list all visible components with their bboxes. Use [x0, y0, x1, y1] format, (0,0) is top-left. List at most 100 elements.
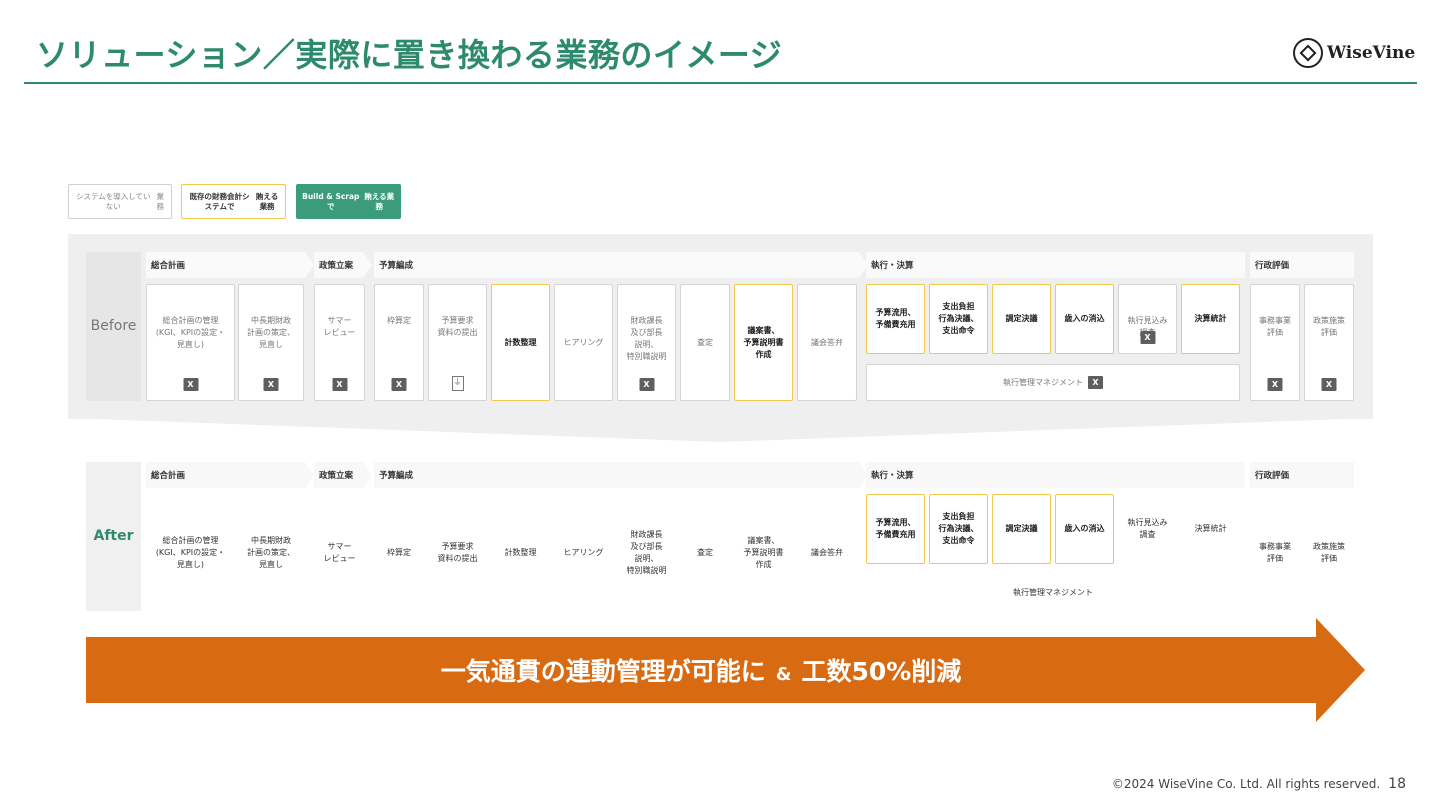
process-label: 事務事業評価: [1259, 541, 1291, 563]
title-divider: [24, 82, 1417, 84]
before-process-box: 中長期財政計画の策定、見直し X: [238, 284, 304, 401]
after-process-box: ヒアリング: [554, 494, 613, 611]
after-category-label: 行政評価: [1250, 462, 1354, 488]
excel-icon: X: [1140, 331, 1155, 344]
before-process-box: 総合計画の管理(KGI、KPIの設定・見直し)X: [146, 284, 235, 401]
after-label-background: [86, 462, 141, 611]
process-label: 事務事業評価: [1259, 316, 1291, 337]
vine-logo-icon: [1293, 38, 1323, 68]
after-category-label: 政策立案: [314, 462, 372, 488]
process-label: 調定決議: [1005, 314, 1038, 323]
process-label: 予算流用、予備費充用: [875, 308, 916, 329]
process-label: 議会答弁: [811, 547, 843, 557]
process-label: 予算要求資料の提出: [437, 541, 478, 563]
after-process-box: 事務事業評価: [1250, 494, 1300, 611]
excel-icon: X: [1321, 378, 1337, 391]
process-label: 政策施策評価: [1313, 316, 1345, 337]
banner-amp: &: [775, 664, 792, 685]
before-process-box: 執行見込み調査X: [1118, 284, 1177, 354]
after-category-label: 予算編成: [374, 462, 868, 488]
process-label: ヒアリング: [563, 547, 604, 557]
process-label: 予算流用、予備費充用: [875, 518, 916, 539]
pdf-icon: ⏚: [451, 376, 464, 391]
before-category-label: 執行・決算: [866, 252, 1245, 278]
process-label: 財政課長及び部長説明、特別職説明: [626, 316, 667, 361]
process-label: 支出負担行為決議、支出命令: [938, 302, 979, 335]
excel-icon: X: [1267, 378, 1283, 391]
process-label: 議案書、予算説明書作成: [743, 325, 784, 359]
process-label: 総合計画の管理(KGI、KPIの設定・見直し): [155, 535, 226, 569]
banner-sub: 工数50%削減: [801, 657, 962, 686]
after-process-box: 総合計画の管理(KGI、KPIの設定・見直し): [146, 494, 235, 611]
excel-icon: X: [332, 378, 347, 391]
process-label: 決算統計: [1194, 314, 1227, 323]
logo-text: WiseVine: [1327, 43, 1416, 63]
process-label: 歳入の消込: [1064, 524, 1105, 533]
before-category-label: 総合計画: [146, 252, 314, 278]
after-label: After: [93, 528, 134, 544]
before-process-box: 査定: [680, 284, 730, 401]
process-label: 計数整理: [504, 337, 537, 347]
wisevine-logo: WiseVine: [1293, 38, 1415, 68]
after-process-box: 議会答弁: [797, 494, 857, 611]
before-category-label: 予算編成: [374, 252, 868, 278]
before-category-label: 政策立案: [314, 252, 372, 278]
after-process-box: 執行管理マネジメント: [866, 574, 1240, 611]
excel-icon: X: [1088, 376, 1103, 389]
page-number: 18: [1388, 776, 1406, 792]
before-process-box: 財政課長及び部長説明、特別職説明 X: [617, 284, 676, 401]
excel-icon: X: [391, 378, 407, 391]
before-process-box: サマーレビュー X: [314, 284, 365, 401]
after-process-box: 歳入の消込: [1055, 494, 1114, 564]
after-process-box: 財政課長及び部長説明、特別職説明: [617, 494, 676, 611]
process-label: 計数整理: [504, 547, 537, 557]
after-process-box: 調定決議: [992, 494, 1051, 564]
process-label: 査定: [697, 547, 713, 557]
process-label: 議会答弁: [811, 337, 843, 347]
process-label: 執行管理マネジメント: [1013, 587, 1093, 597]
excel-icon: X: [183, 378, 198, 391]
excel-icon: X: [263, 378, 279, 391]
legend-not-implemented: システムを導入していない業務: [68, 184, 172, 219]
process-label: 政策施策評価: [1313, 541, 1345, 563]
legend-legacy-system: 既存の財務会計システムで賄える業務: [181, 184, 286, 219]
footer: ©2024 WiseVine Co. Ltd. All rights reser…: [1112, 776, 1406, 792]
process-label: 調定決議: [1005, 524, 1038, 533]
after-process-box: 支出負担行為決議、支出命令: [929, 494, 988, 564]
process-label: 査定: [697, 337, 713, 347]
before-process-box: 調定決議: [992, 284, 1051, 354]
excel-icon: X: [639, 378, 654, 391]
before-process-box: 政策施策評価 X: [1304, 284, 1354, 401]
process-label: サマーレビュー: [323, 316, 356, 337]
process-label: ヒアリング: [563, 337, 604, 347]
transition-down-arrow: [68, 418, 1373, 442]
banner-main: 一気通貫の連動管理が可能に: [440, 657, 766, 686]
page-title: ソリューション／実際に置き換わる業務のイメージ: [36, 36, 783, 74]
before-category-label: 行政評価: [1250, 252, 1354, 278]
after-category-label: 総合計画: [146, 462, 314, 488]
process-label: 予算要求資料の提出: [437, 316, 478, 337]
copyright: ©2024 WiseVine Co. Ltd. All rights reser…: [1111, 777, 1381, 791]
after-process-box: 執行見込み調査: [1118, 494, 1177, 564]
process-label: 財政課長及び部長説明、特別職説明: [626, 529, 667, 575]
after-process-box: 査定: [680, 494, 730, 611]
before-process-box: ヒアリング: [554, 284, 613, 401]
process-label: 支出負担行為決議、支出命令: [938, 512, 979, 545]
after-process-box: 政策施策評価: [1304, 494, 1354, 611]
before-process-box: 計数整理: [491, 284, 550, 401]
before-process-box: 予算流用、予備費充用: [866, 284, 925, 354]
after-process-box: サマーレビュー: [314, 494, 365, 611]
after-process-box: 予算要求資料の提出: [428, 494, 487, 611]
before-label: Before: [90, 318, 137, 334]
legend-build-scrap: Build & Scrapで賄える業務: [296, 184, 401, 219]
process-label: 中長期財政計画の策定、見直し: [247, 316, 295, 349]
before-process-box: 予算要求資料の提出 ⏚: [428, 284, 487, 401]
after-category-label: 執行・決算: [866, 462, 1245, 488]
result-banner-text: 一気通貫の連動管理が可能に&工数50%削減: [86, 652, 1316, 688]
after-process-box: 計数整理: [491, 494, 550, 611]
before-process-box: 支出負担行為決議、支出命令: [929, 284, 988, 354]
after-process-box: 枠算定: [374, 494, 424, 611]
process-label: 枠算定: [387, 547, 411, 557]
